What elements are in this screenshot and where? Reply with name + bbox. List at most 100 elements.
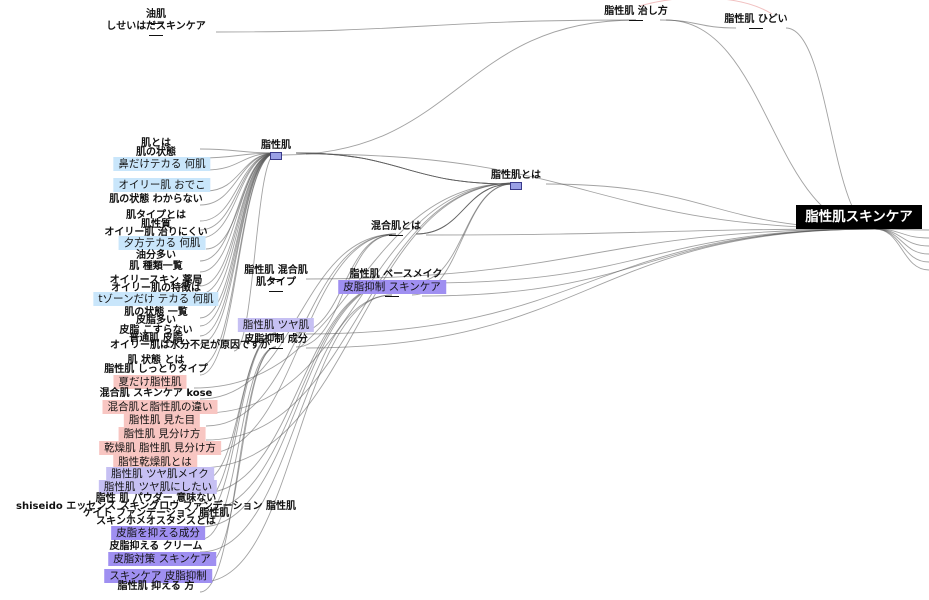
leaf-node[interactable]: 鼻だけテカる 何肌 bbox=[113, 157, 211, 171]
hub-tick-mixed bbox=[389, 235, 403, 236]
leaf-node[interactable]: 肌タイプとは bbox=[126, 210, 186, 221]
leaf-node[interactable]: 乾燥肌 脂性肌 見分け方 bbox=[99, 441, 221, 455]
hub-node-tsuya[interactable]: 脂性肌 ツヤ肌 bbox=[237, 318, 315, 332]
leaf-edge bbox=[233, 152, 277, 352]
leaf-node[interactable]: 皮脂多い bbox=[136, 315, 176, 326]
hub-node-yuhada[interactable]: 油肌 bbox=[146, 9, 166, 20]
hub-node-what[interactable]: 脂性肌とは bbox=[491, 170, 541, 181]
leaf-node[interactable]: 肌 種類一覧 bbox=[129, 261, 183, 272]
hub-tick-type bbox=[269, 291, 283, 292]
hub-node-type[interactable]: 肌タイプ bbox=[256, 277, 296, 288]
leaf-edge bbox=[199, 152, 277, 376]
hub-edge bbox=[281, 19, 637, 156]
hub-node-mixtype[interactable]: 脂性肌 混合肌 bbox=[244, 265, 308, 276]
hub-tick-component bbox=[269, 348, 283, 349]
leaf-node[interactable]: tゾーンだけ テカる 何肌 bbox=[93, 292, 219, 306]
leaf-node[interactable]: 脂性肌 見た目 bbox=[123, 413, 201, 427]
root-edge bbox=[305, 153, 876, 230]
leaf-node[interactable]: 肌とは bbox=[141, 138, 171, 149]
leaf-node[interactable]: 普通肌 皮脂 bbox=[129, 333, 183, 344]
hub-node-base[interactable]: 脂性肌 ベースメイク bbox=[349, 269, 443, 280]
leaf-node[interactable]: 皮脂対策 スキンケア bbox=[108, 552, 216, 566]
leaf-node[interactable]: 肌 状態 とは bbox=[127, 355, 185, 366]
leaf-edge bbox=[205, 152, 277, 171]
leaf-edge bbox=[203, 182, 517, 414]
hub-node-sebum[interactable]: 皮脂抑制 スキンケア bbox=[338, 280, 446, 294]
leaf-node[interactable]: 脂性肌 しっとりタイプ bbox=[104, 364, 208, 375]
leaf-node[interactable]: 皮脂を抑える成分 bbox=[111, 526, 205, 540]
leaf-edge bbox=[201, 294, 393, 583]
leaf-node[interactable]: 肌の状態 わからない bbox=[109, 194, 203, 205]
leaf-node[interactable]: 脂性肌 抑える 方 bbox=[117, 581, 195, 592]
root-node[interactable]: 脂性肌スキンケア bbox=[796, 205, 922, 229]
hub-node-bad[interactable]: 脂性肌 ひどい bbox=[724, 14, 788, 25]
hub-node-component[interactable]: 皮脂抑制 成分 bbox=[244, 334, 308, 345]
hub-marker-oily bbox=[270, 152, 282, 160]
leaf-node[interactable]: 皮脂抑える クリーム bbox=[109, 541, 203, 552]
hub-node-shisei[interactable]: しせいはだスキンケア bbox=[106, 21, 206, 32]
leaf-edge bbox=[199, 233, 397, 400]
hub-tick-yuhada bbox=[149, 23, 163, 24]
leaf-node[interactable]: 脂性肌 ツヤ肌にしたい bbox=[98, 480, 218, 494]
leaf-node[interactable]: 夏だけ脂性肌 bbox=[113, 375, 187, 389]
leaf-node[interactable]: スキンケア 皮脂抑制 bbox=[104, 569, 212, 583]
leaf-node[interactable]: 肌の状態 bbox=[136, 147, 176, 158]
leaf-edge bbox=[203, 233, 397, 455]
leaf-node[interactable]: 皮脂 こすらない bbox=[119, 325, 193, 336]
leaf-node[interactable]: 混合肌 スキンケア kose bbox=[99, 388, 213, 399]
leaf-node[interactable]: 夕方テカる 何肌 bbox=[118, 236, 206, 250]
hub-tick-mixtype bbox=[269, 279, 283, 280]
leaf-edge bbox=[199, 152, 277, 345]
hub-tick-sebum bbox=[385, 296, 399, 297]
hub-node-cure[interactable]: 脂性肌 治し方 bbox=[604, 6, 668, 17]
leaf-node[interactable]: オイリー肌は水分不足が原因ですか bbox=[110, 340, 270, 351]
highlight-arc bbox=[639, 0, 773, 15]
leaf-edge bbox=[201, 281, 397, 494]
leaf-node[interactable]: 肌の状態 一覧 bbox=[124, 307, 188, 318]
root-edge bbox=[421, 228, 876, 297]
hub-tick-bad bbox=[749, 28, 763, 29]
root-edge bbox=[305, 228, 876, 335]
leaf-node[interactable]: 脂性 肌 パウダー 意味ない bbox=[95, 493, 217, 504]
root-edge bbox=[425, 228, 876, 236]
leaf-edge bbox=[205, 182, 517, 441]
leaf-node[interactable]: 脂性乾燥肌とは bbox=[113, 455, 197, 469]
leaf-edge bbox=[199, 294, 393, 553]
hub-edge bbox=[415, 183, 513, 235]
hub-node-mixed[interactable]: 混合肌とは bbox=[371, 221, 421, 232]
hub-marker-what bbox=[510, 182, 522, 190]
leaf-node[interactable]: オイリー肌 おでこ bbox=[113, 178, 211, 192]
root-fanout-edge bbox=[874, 228, 929, 271]
leaf-node[interactable]: 脂性肌 ツヤ肌メイク bbox=[106, 467, 214, 481]
hub-edge bbox=[415, 183, 513, 283]
leaf-edge bbox=[198, 182, 517, 469]
hub-node-oily[interactable]: 脂性肌 bbox=[261, 140, 291, 151]
root-edge bbox=[305, 228, 876, 349]
leaf-edge bbox=[199, 346, 277, 593]
leaf-node[interactable]: 脂性肌 見分け方 bbox=[118, 427, 206, 441]
leaf-node[interactable]: オイリー肌の特徴は bbox=[111, 283, 201, 294]
root-edge bbox=[665, 19, 876, 230]
leaf-node[interactable]: オイリー肌 治りにくい bbox=[104, 227, 208, 238]
leaf-edge bbox=[199, 332, 277, 505]
leaf-node[interactable]: オイリースキン 薬局 bbox=[109, 275, 203, 286]
leaf-edge bbox=[199, 281, 397, 528]
leaf-edge bbox=[201, 346, 277, 540]
leaf-node[interactable]: ケイト ファンデーション 脂性肌 bbox=[82, 508, 230, 519]
root-edge bbox=[305, 228, 876, 280]
leaf-edge bbox=[199, 152, 277, 273]
hub-tick-cure bbox=[629, 20, 643, 21]
leaf-node[interactable]: 肌性質 bbox=[141, 219, 171, 230]
hub-tick-shisei bbox=[149, 35, 163, 36]
leaf-node[interactable]: 油分多い bbox=[136, 250, 176, 261]
leaf-node[interactable]: 混合肌と脂性肌の違い bbox=[102, 400, 218, 414]
leaf-edge bbox=[199, 332, 277, 520]
hub-tick-tsuya bbox=[269, 334, 283, 335]
leaf-node[interactable]: スキンホメオスタシスとは bbox=[96, 516, 216, 527]
leaf-node[interactable]: shiseido エッセンス スキングロウ ファンデーション 脂性肌 bbox=[16, 501, 296, 512]
root-edge bbox=[785, 27, 876, 230]
leaf-edge bbox=[199, 152, 277, 239]
hub-edge bbox=[659, 19, 737, 29]
hub-edge bbox=[215, 19, 637, 33]
